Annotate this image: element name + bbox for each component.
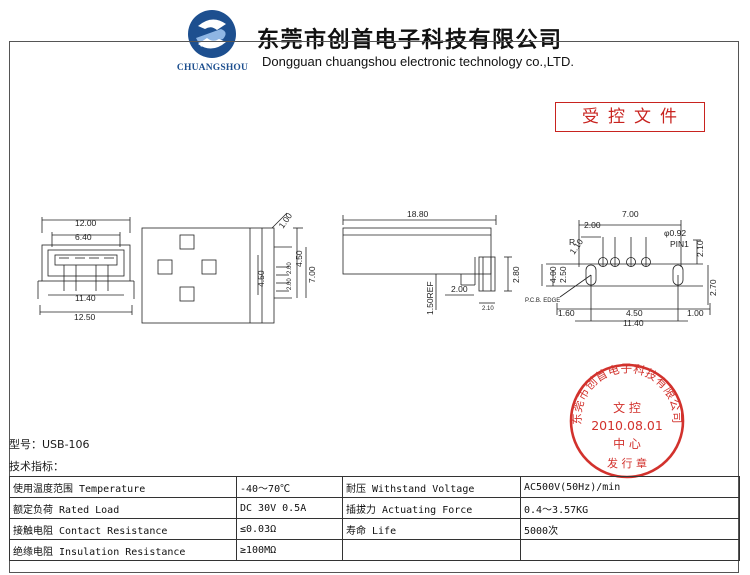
spec-label: 寿命 Life bbox=[342, 518, 521, 540]
logo-wordmark: CHUANGSHOU bbox=[176, 63, 249, 73]
dim-pcb-top-w2: 2.00 bbox=[584, 220, 601, 230]
table-row: 使用温度范围 Temperature -40～70℃ 耐压 Withstand … bbox=[9, 476, 740, 498]
dim-side-height: 2.80 bbox=[511, 266, 521, 283]
spec-value bbox=[520, 539, 740, 561]
dim-pcb-pin1: PIN1 bbox=[670, 239, 689, 249]
dim-top-height-a: 4.50 bbox=[294, 250, 304, 267]
spec-value: ≥100MΩ bbox=[236, 539, 343, 561]
dim-pcb-edge: P.C.B. EDGE bbox=[525, 298, 560, 304]
spec-label: 绝缘电阻 Insulation Resistance bbox=[9, 539, 237, 561]
pcb-layout-view bbox=[541, 220, 711, 322]
dim-pcb-slot-h: 4.00 bbox=[548, 266, 558, 283]
company-logo: CHUANGSHOU bbox=[165, 8, 260, 78]
spec-label: 耐压 Withstand Voltage bbox=[342, 476, 521, 498]
dim-front-width-top: 12.00 bbox=[75, 218, 97, 228]
dim-side-pin: 2.10 bbox=[482, 306, 494, 312]
company-name-en: Dongguan chuangshou electronic technolog… bbox=[262, 54, 574, 69]
spec-title: 技术指标： bbox=[9, 460, 64, 473]
table-row: 绝缘电阻 Insulation Resistance ≥100MΩ bbox=[9, 539, 740, 561]
dim-top-height-b: 4.50 bbox=[256, 270, 266, 287]
dim-pcb-right-h2: 2.70 bbox=[708, 279, 718, 296]
controlled-document-box: 受控文件 bbox=[555, 102, 705, 132]
spec-label: 额定负荷 Rated Load bbox=[9, 497, 237, 519]
spec-label: 接触电阻 Contact Resistance bbox=[9, 518, 237, 540]
dim-top-pin-a: 2.00 bbox=[287, 262, 293, 274]
dim-front-inner-top: 6.40 bbox=[75, 232, 92, 242]
dim-front-width-mid: 11.40 bbox=[75, 293, 96, 303]
dim-pcb-slot-h2: 2.50 bbox=[558, 266, 568, 283]
logo-mark-icon bbox=[188, 10, 236, 58]
dim-pcb-bot-c: 1.00 bbox=[687, 308, 704, 318]
stamp-date: 2010.08.01 bbox=[591, 418, 663, 433]
spec-value: AC500V(50Hz)/min bbox=[520, 476, 740, 498]
dim-pcb-top-w: 7.00 bbox=[622, 209, 639, 219]
spec-value: ≤0.03Ω bbox=[236, 518, 343, 540]
stamp-line2: 中 心 bbox=[613, 436, 641, 451]
dim-top-pin-c: 7.00 bbox=[307, 266, 317, 283]
dim-pcb-right-h: 2.10 bbox=[695, 240, 705, 257]
dim-pcb-bot-b: 4.50 bbox=[626, 308, 643, 318]
control-center-stamp: 东莞市创首电子科技有限公司 文 控 2010.08.01 中 心 发 行 章 bbox=[569, 362, 685, 479]
dim-pcb-hole-dia: φ0.92 bbox=[664, 228, 686, 238]
stamp-line1: 文 控 bbox=[613, 400, 641, 415]
dim-pcb-bot-a: 1.60 bbox=[558, 308, 575, 318]
spec-table: 使用温度范围 Temperature -40～70℃ 耐压 Withstand … bbox=[9, 476, 740, 561]
spec-value: 5000次 bbox=[520, 518, 740, 540]
front-view bbox=[37, 217, 135, 315]
spec-label: 使用温度范围 Temperature bbox=[9, 476, 237, 498]
spec-label bbox=[342, 539, 521, 561]
technical-drawings: 12.00 6.40 11.40 12.50 1.00 4.50 4.50 2.… bbox=[37, 209, 718, 328]
dim-side-length: 18.80 bbox=[407, 209, 429, 219]
dim-top-chamfer: 1.00 bbox=[276, 211, 294, 231]
document-header: CHUANGSHOU 东莞市创首电子科技有限公司 Dongguan chuang… bbox=[0, 0, 750, 78]
stamp-company-text: 东莞市创首电子科技有限公司 bbox=[570, 362, 684, 425]
dim-side-step: 2.00 bbox=[451, 284, 468, 294]
spec-label: 插拔力 Actuating Force bbox=[342, 497, 521, 519]
stamp-line3: 发 行 章 bbox=[607, 456, 647, 470]
table-row: 额定负荷 Rated Load DC 30V 0.5A 插拔力 Actuatin… bbox=[9, 497, 740, 519]
spec-value: -40～70℃ bbox=[236, 476, 343, 498]
dim-side-ref: 1.50REF bbox=[425, 281, 435, 315]
top-view bbox=[141, 212, 307, 324]
drawing-frame bbox=[9, 41, 739, 573]
side-view bbox=[342, 215, 512, 310]
spec-value: DC 30V 0.5A bbox=[236, 497, 343, 519]
table-row: 接触电阻 Contact Resistance ≤0.03Ω 寿命 Life 5… bbox=[9, 518, 740, 540]
dim-pcb-bot-total: 11.40 bbox=[623, 318, 644, 328]
dim-front-width-bot: 12.50 bbox=[74, 312, 96, 322]
dim-pcb-arc-r: R bbox=[569, 237, 575, 247]
model-number: 型号：USB-106 bbox=[9, 438, 90, 451]
spec-value: 0.4～3.57KG bbox=[520, 497, 740, 519]
dim-top-pin-b: 2.00 bbox=[287, 278, 293, 290]
company-name-cn: 东莞市创首电子科技有限公司 bbox=[257, 27, 563, 53]
